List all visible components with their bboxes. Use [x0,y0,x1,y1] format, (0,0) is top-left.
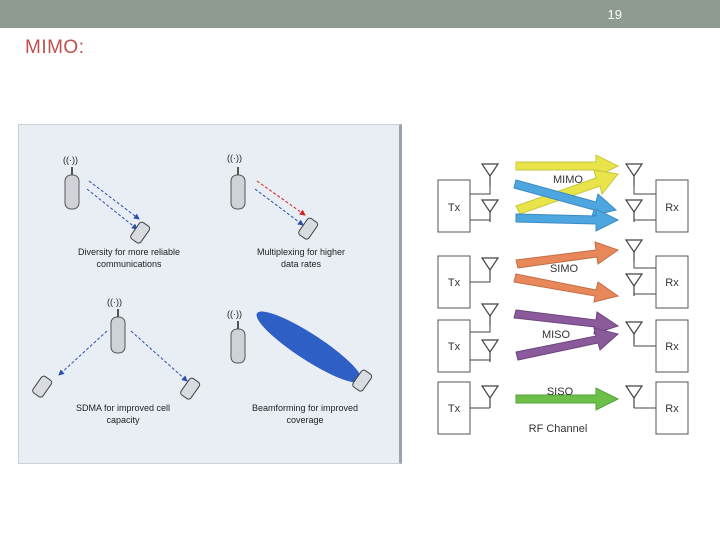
row-siso: Tx SISO Rx [437,381,689,435]
antenna-icon [481,385,499,409]
page-number: 19 [607,7,622,22]
tx-label: Tx [448,277,461,289]
slide-title: MIMO: [25,37,85,58]
mimo-arrow [515,154,620,178]
tx-box [437,319,471,373]
row-simo: Tx SIMO Rx [437,239,689,309]
rx-box [655,255,689,309]
signal-waves-icon: ((·)) [227,309,242,319]
antenna-icon [625,273,643,297]
row-label: SISO [547,386,574,398]
base-station-icon [110,316,126,354]
mimo-cross-arrow [515,169,619,215]
antenna-icon [481,303,499,327]
quadrant-beamforming: ((·)) Beamforming for improved coverage [227,309,373,425]
row-mimo: Tx MIMO Rx [437,154,689,233]
signal-waves-icon: ((·)) [107,297,122,307]
rx-box [655,179,689,233]
caption-line1: Diversity for more reliable [78,247,180,257]
rx-label: Rx [665,202,679,214]
beam-lobe [256,311,362,383]
phone-icon [352,369,373,392]
siso-arrow [515,387,620,411]
base-station-icon [230,174,246,210]
antenna-icon [625,385,643,409]
phone-icon [32,375,53,398]
row-label: MISO [542,329,571,341]
caption-line2: communications [96,259,162,269]
rx-box [655,381,689,435]
antenna-icon [481,163,499,187]
phone-icon [180,377,201,400]
quadrant-multiplexing: ((·)) Multiplexing for higher data rates [227,153,345,269]
signal-waves-icon: ((·)) [227,153,242,163]
antenna-icon [625,321,643,345]
antenna-icon [625,239,643,263]
caption-line1: Multiplexing for higher [257,247,345,257]
antenna-config-svg: Tx MIMO Rx Tx SIMO [437,154,689,435]
row-miso: Tx MISO Rx [437,303,689,373]
top-bar: 19 [0,0,720,28]
tx-box [437,381,471,435]
caption-line2: coverage [286,415,323,425]
antenna-icon [625,163,643,187]
quadrant-sdma: ((·)) SDMA for improved cell capacity [32,297,201,425]
antenna-config-diagram: Tx MIMO Rx Tx SIMO [436,150,706,440]
caption-line1: SDMA for improved cell [76,403,170,413]
signal-waves-icon: ((·)) [63,155,78,165]
rx-label: Rx [665,403,679,415]
phone-icon [130,221,151,244]
mimo-arrow-blue [515,208,620,232]
row-label: SIMO [550,263,579,275]
antenna-icon [625,199,643,223]
rf-channel-label: RF Channel [529,423,588,435]
mimo-benefits-svg: ((·)) Diversity for more reliable commun… [32,153,373,425]
phone-icon [298,217,319,240]
tx-box [437,179,471,233]
rx-box [655,319,689,373]
base-station-icon [64,174,80,210]
miso-arrow [513,309,620,335]
caption-line2: data rates [281,259,322,269]
rx-label: Rx [665,341,679,353]
rx-label: Rx [665,277,679,289]
tx-label: Tx [448,202,461,214]
quadrant-diversity: ((·)) Diversity for more reliable commun… [63,155,180,269]
mimo-benefits-diagram: ((·)) Diversity for more reliable commun… [18,124,402,464]
tx-label: Tx [448,403,461,415]
antenna-icon [481,339,499,363]
simo-arrow-2 [513,273,620,303]
miso-arrow-2 [515,327,620,361]
base-station-icon [230,328,246,364]
caption-line2: capacity [106,415,140,425]
row-label: MIMO [553,174,583,186]
antenna-icon [481,257,499,281]
caption-line1: Beamforming for improved [252,403,358,413]
tx-box [437,255,471,309]
simo-arrow [515,241,620,269]
antenna-icon [481,199,499,223]
tx-label: Tx [448,341,461,353]
